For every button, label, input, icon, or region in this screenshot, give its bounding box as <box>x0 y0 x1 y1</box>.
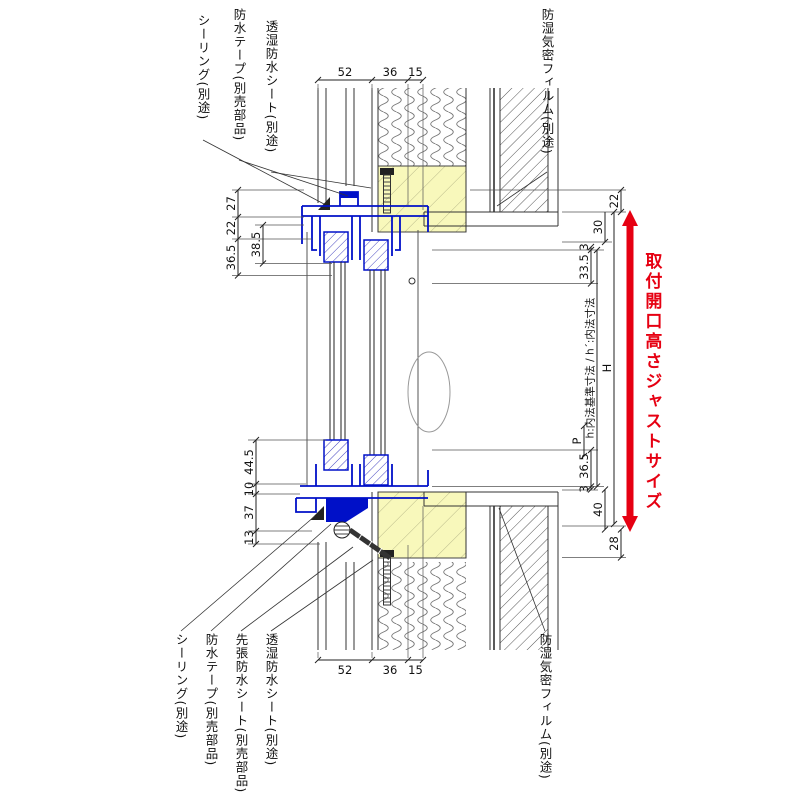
dim-left-44-5: 44.5 <box>242 449 256 475</box>
framing-hatch-bottom <box>500 506 548 650</box>
sash-bottom-rail-inner <box>363 454 389 486</box>
dim-right-H: H <box>600 364 614 373</box>
insulation-bottom <box>378 562 466 650</box>
callout-sealing-bottom: シーリング(別途) <box>173 633 189 740</box>
wall-section-top <box>317 88 559 233</box>
dim-left-27: 27 <box>224 196 238 211</box>
dim-top-52: 52 <box>338 65 353 79</box>
dim-left-38-5: 38.5 <box>249 232 263 258</box>
extension-lines <box>232 84 626 658</box>
dim-left-37: 37 <box>242 505 256 520</box>
screw-bottom-diagonal <box>333 521 392 561</box>
insulation-top <box>378 88 466 166</box>
glazing-panes <box>306 230 451 486</box>
dim-bottom-36: 36 <box>383 663 398 677</box>
callout-housewrap-top: 透湿防水シート(別途) <box>263 20 279 154</box>
callout-waterproof-tape-top: 防水テープ(別売部品) <box>231 8 247 142</box>
leader-lines <box>180 139 548 632</box>
dim-bottom-52: 52 <box>338 663 353 677</box>
opening-height-arrow <box>622 210 638 532</box>
dim-right-33-5: 33.5 <box>577 254 591 280</box>
callout-sealing-top: シーリング(別途) <box>195 14 211 121</box>
dimension-lines <box>234 76 625 664</box>
dim-right-30: 30 <box>591 220 605 235</box>
sill-bracket <box>326 498 368 522</box>
sash-top-rail-outer <box>323 231 349 263</box>
callout-vapor-film-bottom: 防湿気密フィルム(別途) <box>537 633 553 780</box>
dim-right-3-top: 3 <box>577 243 591 250</box>
screw-top <box>380 168 394 214</box>
dim-right-36-5: 36.5 <box>577 453 591 479</box>
dim-left-13: 13 <box>242 530 256 545</box>
handle-outline <box>407 351 451 433</box>
dim-left-36-5: 36.5 <box>224 245 238 271</box>
callout-housewrap-bottom: 透湿防水シート(別途) <box>263 633 279 767</box>
dimension-texts: 52 36 15 52 36 15 27 22 38.5 36.5 44.5 1… <box>224 65 621 677</box>
callout-pre-applied-sheet-bottom: 先張防水シート(別売部品) <box>233 633 249 794</box>
dim-right-22: 22 <box>607 194 621 209</box>
sealing-bead-bottom <box>310 506 324 520</box>
arrowhead-down <box>622 516 638 532</box>
callout-waterproof-tape-bottom: 防水テープ(別売部品) <box>203 633 219 767</box>
window-frame-sill <box>295 439 429 561</box>
dim-right-3-bottom: 3 <box>577 485 591 492</box>
sash-bottom-rail-outer <box>323 439 349 471</box>
dim-bottom-15: 15 <box>408 663 423 677</box>
sealing-bead-top <box>318 197 330 210</box>
arrowhead-up <box>622 210 638 226</box>
framing-hatch-top <box>500 88 548 212</box>
window-frame-head <box>301 191 429 271</box>
dim-right-h-label: h:内法基準寸法 / h´:内法寸法 <box>584 298 597 439</box>
dim-right-28: 28 <box>607 536 621 551</box>
dim-top-36: 36 <box>383 65 398 79</box>
dim-left-22: 22 <box>224 221 238 236</box>
dim-left-10: 10 <box>242 482 256 497</box>
sash-top-rail-inner <box>363 239 389 271</box>
opening-height-note: 取付開口高さジャストサイズ <box>641 252 662 512</box>
callout-vapor-film-top: 防湿気密フィルム(別途) <box>539 8 555 155</box>
dim-right-P: P <box>570 437 584 444</box>
dim-right-40: 40 <box>591 502 605 517</box>
wall-section-bottom <box>310 491 559 650</box>
dim-top-15: 15 <box>408 65 423 79</box>
